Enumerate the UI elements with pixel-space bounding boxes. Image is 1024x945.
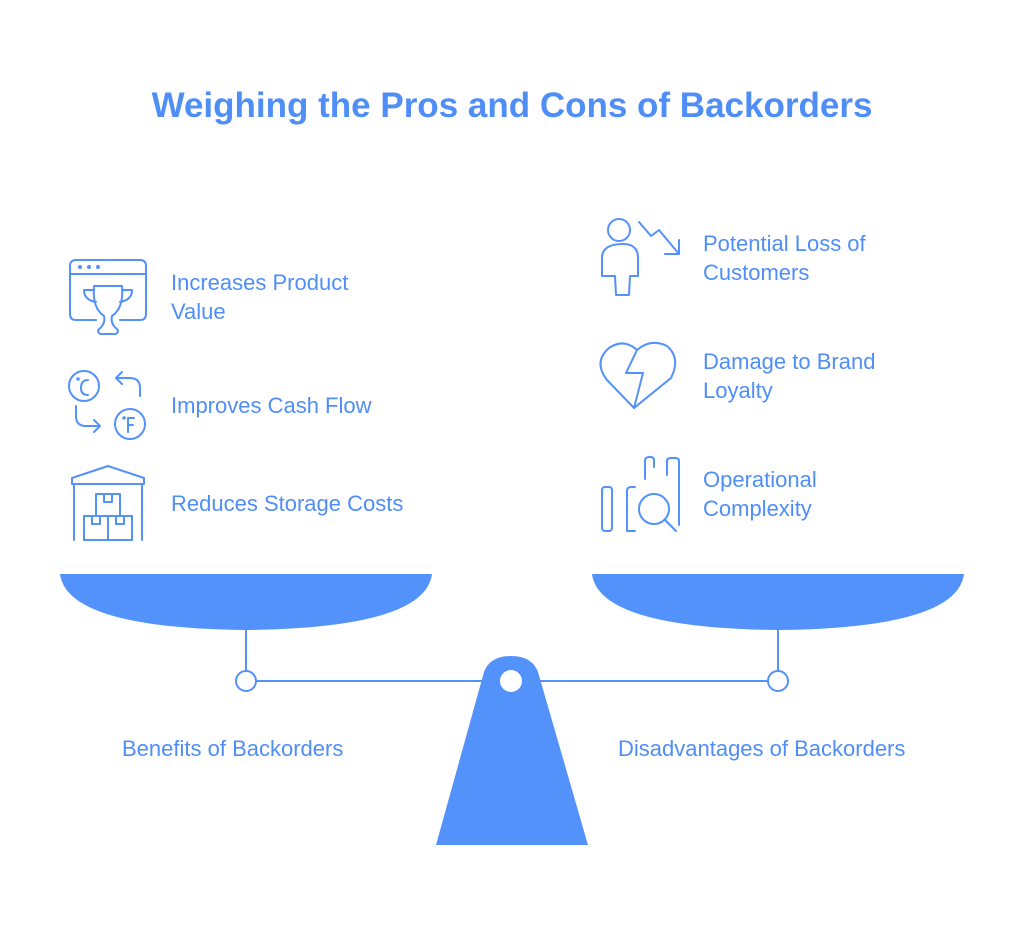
chart-search-icon — [601, 456, 680, 532]
disadvantages-label: Disadvantages of Backorders — [618, 736, 906, 761]
fulcrum-pivot — [500, 670, 522, 692]
right-pan — [592, 574, 964, 630]
warehouse-icon — [71, 465, 145, 541]
page-title: Weighing the Pros and Cons of Backorders — [151, 86, 873, 125]
benefit-item-label: Improves Cash Flow — [171, 393, 372, 418]
left-pan — [60, 574, 432, 630]
currency-exchange-icon — [68, 370, 146, 440]
person-decline-icon — [601, 218, 680, 296]
benefits-label: Benefits of Backorders — [122, 736, 344, 761]
benefit-item-label: Reduces Storage Costs — [171, 491, 404, 516]
benefit-item-label: Increases Product Value — [171, 270, 349, 324]
trophy-browser-icon — [69, 259, 147, 335]
broken-heart-icon — [599, 341, 677, 409]
disadvantage-item-label: Operational Complexity — [703, 467, 817, 521]
disadvantage-item-label: Damage to Brand Loyalty — [703, 349, 876, 403]
disadvantage-item-label: Potential Loss of Customers — [703, 231, 866, 285]
fulcrum — [436, 656, 588, 845]
